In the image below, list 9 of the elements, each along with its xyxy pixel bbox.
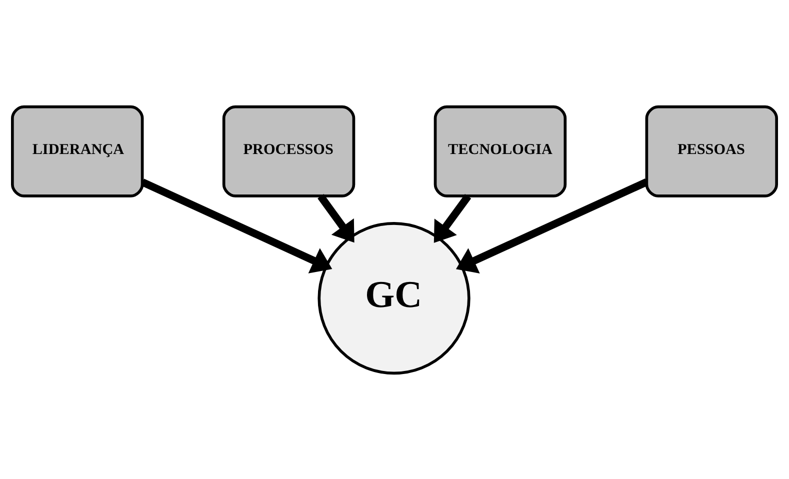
node-box: PESSOAS — [645, 104, 778, 197]
node-box: PROCESSOS — [222, 104, 356, 197]
arrow — [141, 178, 332, 273]
arrow — [456, 178, 648, 273]
arrow — [434, 193, 472, 242]
node-box: TECNOLOGIA — [434, 104, 567, 197]
node-circle: GC — [318, 221, 470, 374]
arrow — [318, 194, 354, 242]
node-box: LIDERANÇA — [11, 104, 144, 197]
